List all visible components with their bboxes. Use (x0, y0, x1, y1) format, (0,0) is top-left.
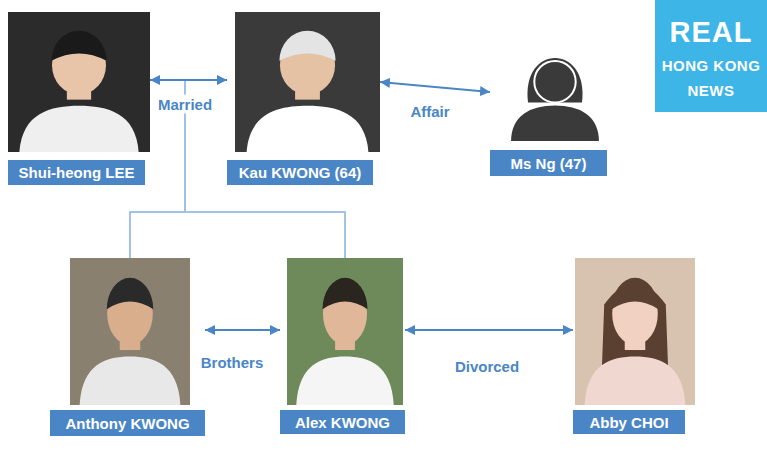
photo-background (235, 12, 380, 152)
name-tag: Alex KWONG (280, 410, 405, 434)
photo-hair (107, 278, 154, 309)
name-tag: Kau KWONG (64) (227, 160, 373, 185)
portrait-photo (287, 258, 403, 405)
photo-background (287, 258, 403, 405)
photo-body (585, 356, 686, 405)
person-card: Kau KWONG (64) (227, 12, 380, 185)
relation-label: Affair (407, 102, 452, 121)
photo-hair (279, 31, 335, 61)
portrait-photo (575, 258, 695, 405)
photo-hair (51, 31, 106, 61)
logo-badge: REALHONG KONG NEWS (655, 0, 767, 112)
relation-arrow (205, 329, 280, 331)
photo-hair (323, 278, 368, 309)
person-name: Abby CHOI (589, 414, 668, 431)
person-name: Ms Ng (47) (511, 155, 587, 172)
person-card: Shui-heong LEE (8, 12, 150, 185)
photo-body (247, 106, 369, 152)
person-name: Alex KWONG (295, 414, 390, 431)
person-name: Shui-heong LEE (19, 164, 135, 181)
person-card: Anthony KWONG (50, 258, 205, 436)
person-icon-body (510, 105, 600, 142)
relation-arrow (405, 329, 573, 331)
name-tag: Shui-heong LEE (8, 160, 145, 185)
photo-background (8, 12, 150, 152)
relation-arrow (380, 82, 490, 92)
logo-text: HONG KONG NEWS (661, 53, 761, 103)
portrait-photo (235, 12, 380, 152)
person-icon (510, 38, 600, 142)
photo-background (575, 258, 695, 405)
person-card: Alex KWONG (280, 258, 405, 434)
person-card: Abby CHOI (573, 258, 695, 434)
photo-body (80, 356, 181, 405)
person-card: Ms Ng (47) (490, 38, 607, 176)
relation-label: Brothers (198, 353, 267, 372)
person-name: Anthony KWONG (65, 415, 189, 432)
photo-body (19, 106, 138, 152)
photo-background (70, 258, 190, 405)
name-tag: Ms Ng (47) (490, 150, 607, 176)
name-tag: Abby CHOI (573, 410, 685, 434)
relation-label: Married (155, 95, 215, 114)
relation-arrow (150, 79, 227, 81)
portrait-photo (70, 258, 190, 405)
person-name: Kau KWONG (64) (239, 164, 362, 181)
photo-body (296, 356, 393, 405)
relation-label: Divorced (452, 357, 522, 376)
person-icon-hair (527, 58, 582, 102)
person-icon-face (534, 61, 575, 103)
logo-text: REAL (661, 14, 761, 50)
name-tag: Anthony KWONG (50, 410, 205, 436)
portrait-photo (8, 12, 150, 152)
photo-hair (612, 278, 659, 309)
